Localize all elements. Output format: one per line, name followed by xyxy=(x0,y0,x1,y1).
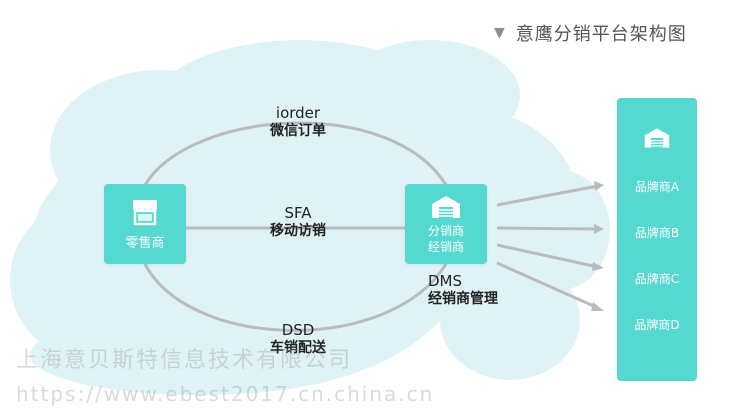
edge-bottom-en: DSD xyxy=(281,321,315,339)
arrowhead-d xyxy=(591,302,604,311)
warehouse-icon xyxy=(644,128,670,148)
triangle-down-icon: ▼ xyxy=(494,25,506,41)
arrow-brand-a xyxy=(496,184,599,207)
store-icon xyxy=(133,200,157,226)
arrow-brand-d xyxy=(496,261,599,310)
edge-label-middle: SFA 移动访销 xyxy=(248,204,348,240)
edge-label-bottom: DSD 车销配送 xyxy=(248,321,348,357)
arc-top xyxy=(143,121,448,186)
brand-a[interactable]: 品牌商A xyxy=(634,180,680,194)
brand-d[interactable]: 品牌商D xyxy=(634,318,680,332)
warehouse-icon xyxy=(432,196,460,218)
edge-label-top: iorder 微信订单 xyxy=(248,104,348,140)
retailer-node[interactable]: 零售商 xyxy=(104,184,186,264)
edge-dms-en: DMS xyxy=(428,272,463,290)
cloud-shape xyxy=(10,40,610,395)
arc-bottom xyxy=(143,263,448,332)
edge-dms-zh: 经销商管理 xyxy=(428,291,498,307)
edge-top-en: iorder xyxy=(275,104,321,122)
edge-top-zh: 微信订单 xyxy=(270,123,326,139)
edge-bottom-zh: 车销配送 xyxy=(270,340,326,356)
brand-c[interactable]: 品牌商C xyxy=(634,272,680,286)
brand-panel: 品牌商A 品牌商B 品牌商C 品牌商D xyxy=(617,98,697,381)
arrowhead-b xyxy=(594,224,604,234)
watermark-url: https://www.ebest2017.cn.china.cn xyxy=(16,382,435,406)
distributor-node[interactable]: 分销商 经销商 xyxy=(405,184,487,264)
diagram-title: ▼ 意鹰分销平台架构图 xyxy=(494,20,687,46)
arrow-brand-c xyxy=(496,243,599,269)
diagram-title-text: 意鹰分销平台架构图 xyxy=(515,24,687,45)
arrowhead-a xyxy=(594,181,604,191)
distributor-label-2: 经销商 xyxy=(427,240,464,254)
edge-label-dms: DMS 经销商管理 xyxy=(428,272,538,308)
retailer-label: 零售商 xyxy=(125,236,165,251)
watermark-company: 上海意贝斯特信息技术有限公司 xyxy=(16,348,353,373)
arrow-brand-b xyxy=(496,226,599,231)
arrowhead-c xyxy=(592,262,604,271)
edge-middle-zh: 移动访销 xyxy=(270,223,326,239)
distributor-label-1: 分销商 xyxy=(427,224,464,238)
edge-middle-en: SFA xyxy=(284,204,312,222)
brand-b[interactable]: 品牌商B xyxy=(634,226,680,240)
